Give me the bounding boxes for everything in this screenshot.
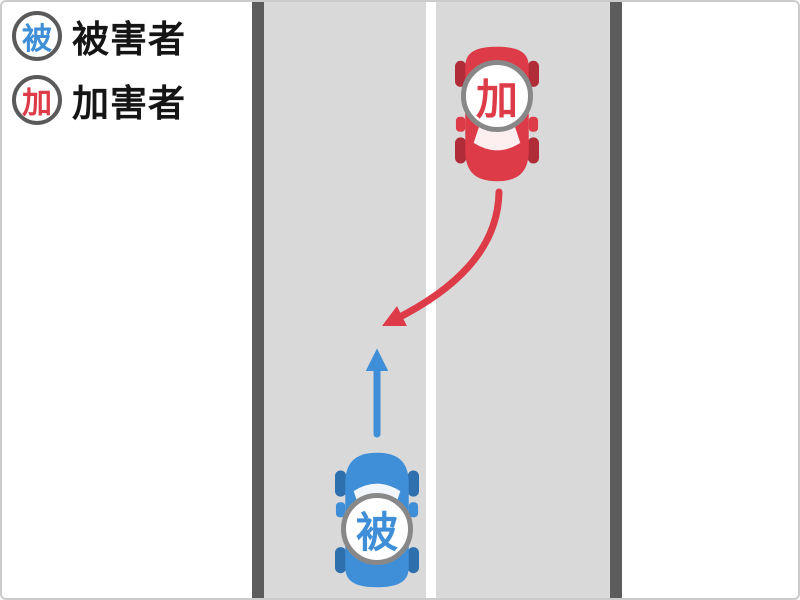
legend-victim-badge-text: 被 xyxy=(22,23,52,56)
legend-victim-badge: 被 xyxy=(12,11,62,61)
victim-car-badge: 被 xyxy=(341,493,413,565)
legend-perpetrator-badge-text: 加 xyxy=(22,87,52,120)
car-wheel xyxy=(455,137,467,164)
road xyxy=(252,2,622,598)
perpetrator-car-badge-text: 加 xyxy=(475,75,518,123)
car-wheel xyxy=(335,470,347,497)
legend-perpetrator-label: 加害者 xyxy=(72,83,186,124)
legend: 被 被害者 加 加害者 xyxy=(12,10,186,138)
car-wheel xyxy=(407,547,419,574)
car-wheel xyxy=(407,470,419,497)
legend-row-perpetrator: 加 加害者 xyxy=(12,74,186,126)
road-edge-right xyxy=(610,2,622,598)
perpetrator-car-badge: 加 xyxy=(461,60,533,132)
car-mirror xyxy=(528,116,539,132)
car-wheel xyxy=(335,547,347,574)
lane-divider-line xyxy=(426,2,436,598)
road-edge-left xyxy=(252,2,264,598)
car-mirror xyxy=(455,116,466,132)
car-mirror xyxy=(408,502,419,518)
car-wheel xyxy=(527,137,539,164)
car-mirror xyxy=(335,502,346,518)
legend-perpetrator-badge: 加 xyxy=(12,75,62,125)
car-wheel xyxy=(527,60,539,87)
legend-row-victim: 被 被害者 xyxy=(12,10,186,62)
car-windshield xyxy=(473,126,521,151)
victim-car-badge-text: 被 xyxy=(355,508,398,556)
legend-victim-label: 被害者 xyxy=(72,19,186,60)
